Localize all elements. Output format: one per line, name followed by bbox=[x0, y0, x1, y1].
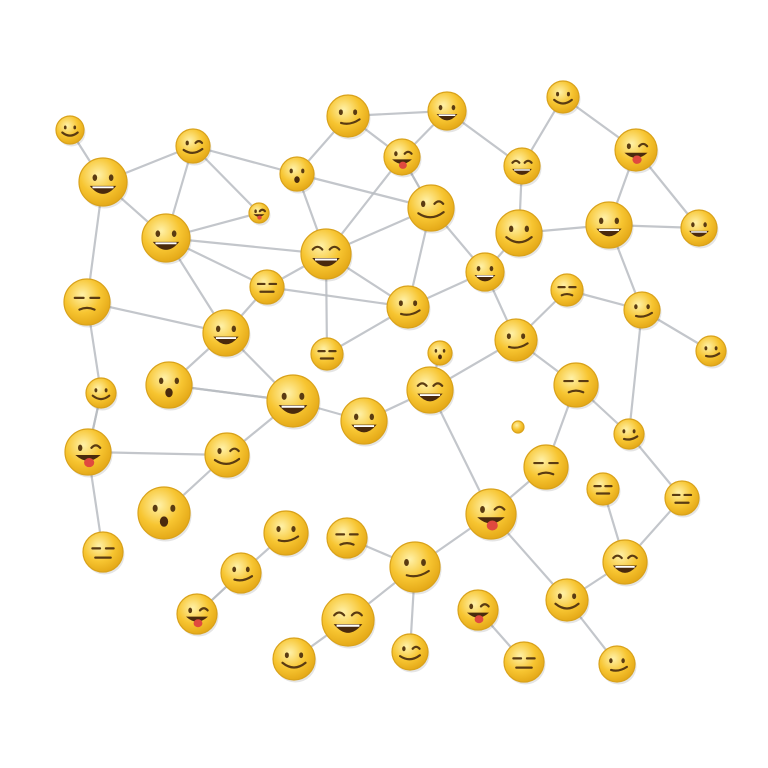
smiley-face-icon bbox=[523, 444, 570, 492]
smiley-face-icon bbox=[55, 115, 86, 147]
smiley-face-icon bbox=[175, 128, 212, 166]
smiley-face-icon bbox=[85, 377, 118, 411]
smiley-face-icon bbox=[427, 91, 468, 133]
smiley-face-icon bbox=[176, 593, 219, 637]
smiley-face-icon bbox=[204, 432, 251, 480]
smiley-face-icon bbox=[680, 209, 719, 249]
smiley-face-icon bbox=[64, 428, 113, 478]
smiley-face-icon bbox=[248, 202, 271, 226]
smiley-face-icon bbox=[407, 184, 456, 234]
smiley-face-icon bbox=[465, 488, 518, 542]
smiley-face-icon bbox=[202, 309, 251, 359]
smiley-face-icon bbox=[664, 480, 701, 518]
smiley-face-icon bbox=[585, 201, 634, 251]
smiley-face-icon bbox=[598, 645, 637, 685]
small-node-dot bbox=[511, 420, 525, 434]
smiley-face-icon bbox=[545, 578, 590, 624]
node-layer bbox=[55, 80, 728, 685]
smiley-face-icon bbox=[550, 273, 585, 309]
smiley-face-icon bbox=[586, 472, 621, 508]
smiley-face-icon bbox=[457, 589, 500, 633]
smiley-face-icon bbox=[495, 209, 544, 259]
connection-edge bbox=[85, 300, 228, 335]
smiley-face-icon bbox=[279, 156, 316, 194]
smiley-face-icon bbox=[503, 147, 542, 187]
smiley-face-icon bbox=[145, 361, 194, 411]
smiley-face-icon bbox=[391, 633, 430, 673]
smiley-face-icon bbox=[326, 517, 369, 561]
smiley-face-icon bbox=[321, 593, 376, 649]
smiley-face-icon bbox=[141, 213, 192, 265]
smiley-face-icon bbox=[427, 340, 454, 368]
connection-edge bbox=[265, 285, 410, 309]
smiley-face-icon bbox=[272, 637, 317, 683]
smiley-face-icon bbox=[266, 374, 321, 430]
smiley-face-icon bbox=[300, 228, 353, 282]
smiley-face-icon bbox=[503, 641, 546, 685]
smiley-face-icon bbox=[220, 552, 263, 596]
connection-edge bbox=[191, 144, 299, 176]
smiley-face-icon bbox=[494, 318, 539, 364]
smiley-face-icon bbox=[78, 157, 129, 209]
connection-edge bbox=[627, 308, 644, 436]
smiley-face-icon bbox=[465, 252, 506, 294]
smiley-face-icon bbox=[386, 285, 431, 331]
smiley-face-icon bbox=[383, 138, 422, 178]
smiley-face-icon bbox=[263, 510, 310, 558]
smiley-face-icon bbox=[614, 128, 659, 174]
smiley-face-icon bbox=[63, 278, 112, 328]
smiley-face-icon bbox=[340, 397, 389, 447]
connection-edge bbox=[164, 236, 328, 256]
smiley-face-icon bbox=[602, 539, 649, 587]
smiley-face-icon bbox=[553, 362, 600, 410]
smiley-face-icon bbox=[623, 291, 662, 331]
smiley-face-icon bbox=[389, 541, 442, 595]
smiley-face-icon bbox=[695, 335, 728, 369]
smiley-face-icon bbox=[613, 418, 646, 452]
smiley-face-icon bbox=[546, 80, 581, 116]
smiley-face-icon bbox=[249, 269, 286, 307]
smiley-face-icon bbox=[137, 486, 192, 542]
smiley-face-icon bbox=[82, 531, 125, 575]
smiley-face-icon bbox=[310, 337, 345, 373]
smiley-face-icon bbox=[406, 366, 455, 416]
smiley-face-icon bbox=[326, 94, 371, 140]
